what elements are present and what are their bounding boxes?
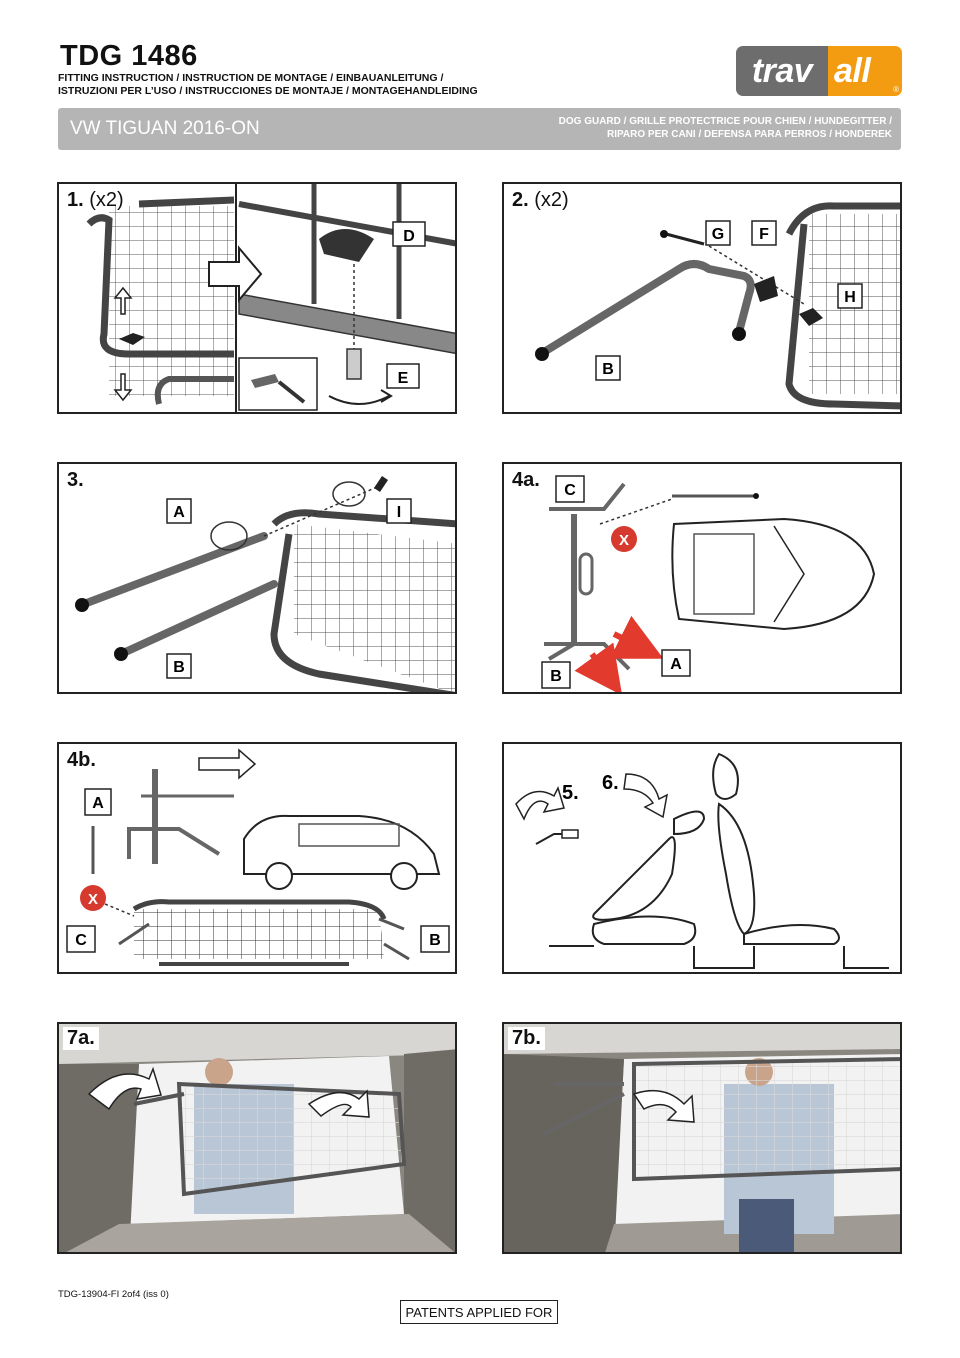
step-1-illustration: D E [86, 184, 455, 412]
languages-line-2: ISTRUZIONI PER L’USO / INSTRUCCIONES DE … [58, 85, 478, 97]
step-7b-panel: 7b. [502, 1022, 902, 1254]
step-4b-illustration: X A C B [66, 748, 450, 966]
label-h: H [844, 289, 856, 306]
label-b: B [602, 361, 614, 378]
vehicle-title: VW TIGUAN 2016-ON [70, 118, 260, 139]
warning-x: X [88, 891, 98, 908]
label-f: F [759, 226, 769, 243]
label-g: G [712, 226, 724, 243]
label-i: I [397, 504, 401, 521]
document-code: TDG-13904-FI 2of4 (iss 0) [58, 1289, 169, 1300]
model-code: TDG 1486 [60, 40, 198, 72]
step-7a-label: 7a. [63, 1027, 99, 1050]
label-c: C [564, 482, 576, 499]
label-a: A [670, 656, 682, 673]
step-4b-label: 4b. [67, 749, 96, 771]
logo-registered-mark: ® [893, 85, 899, 94]
product-line-1: DOG GUARD / GRILLE PROTECTRICE POUR CHIE… [558, 116, 892, 127]
step-4a-label: 4a. [512, 469, 540, 491]
step-2-panel: 2. (x2) G F H B [502, 182, 902, 414]
step-4a-illustration: X C A B [541, 475, 876, 692]
step-1-label: 1. (x2) [67, 189, 124, 211]
label-b: B [429, 932, 441, 949]
step-4a-panel: 4a. X C A B [502, 462, 902, 694]
logo-right: all [828, 46, 902, 96]
travall-logo: trav all ® [736, 46, 902, 96]
step-7a-panel: 7a. [57, 1022, 457, 1254]
step-7b-photo [504, 1024, 900, 1252]
step-2-illustration: G F H B [535, 202, 900, 410]
label-c: C [75, 932, 87, 949]
label-b: B [550, 668, 562, 685]
languages-line-1: FITTING INSTRUCTION / INSTRUCTION DE MON… [58, 72, 444, 84]
step-6-label: 6. [602, 772, 619, 794]
step-1-panel: 1. (x2) D E [57, 182, 457, 414]
logo-left: trav [736, 46, 828, 96]
warning-x: X [619, 532, 629, 549]
label-b: B [173, 659, 185, 676]
step-7b-label: 7b. [508, 1027, 545, 1050]
vehicle-banner: VW TIGUAN 2016-ON DOG GUARD / GRILLE PRO… [58, 108, 901, 150]
step-3-label: 3. [67, 469, 84, 491]
step-5-label: 5. [562, 782, 579, 804]
step-5-6-illustration: 5. 6. [515, 752, 889, 969]
step-3-illustration: A I B [75, 476, 455, 692]
step-4b-panel: 4b. X A C B [57, 742, 457, 974]
patent-notice: PATENTS APPLIED FOR [400, 1300, 558, 1324]
label-a: A [173, 504, 185, 521]
product-line-2: RIPARO PER CANI / DEFENSA PARA PERROS / … [606, 129, 892, 140]
step-7a-photo [59, 1024, 455, 1252]
label-e: E [398, 370, 409, 387]
label-a: A [92, 795, 104, 812]
step-2-label: 2. (x2) [512, 189, 569, 211]
step-5-6-panel: 5. 6. [502, 742, 902, 974]
label-d: D [403, 228, 415, 245]
step-3-panel: 3. A I B [57, 462, 457, 694]
